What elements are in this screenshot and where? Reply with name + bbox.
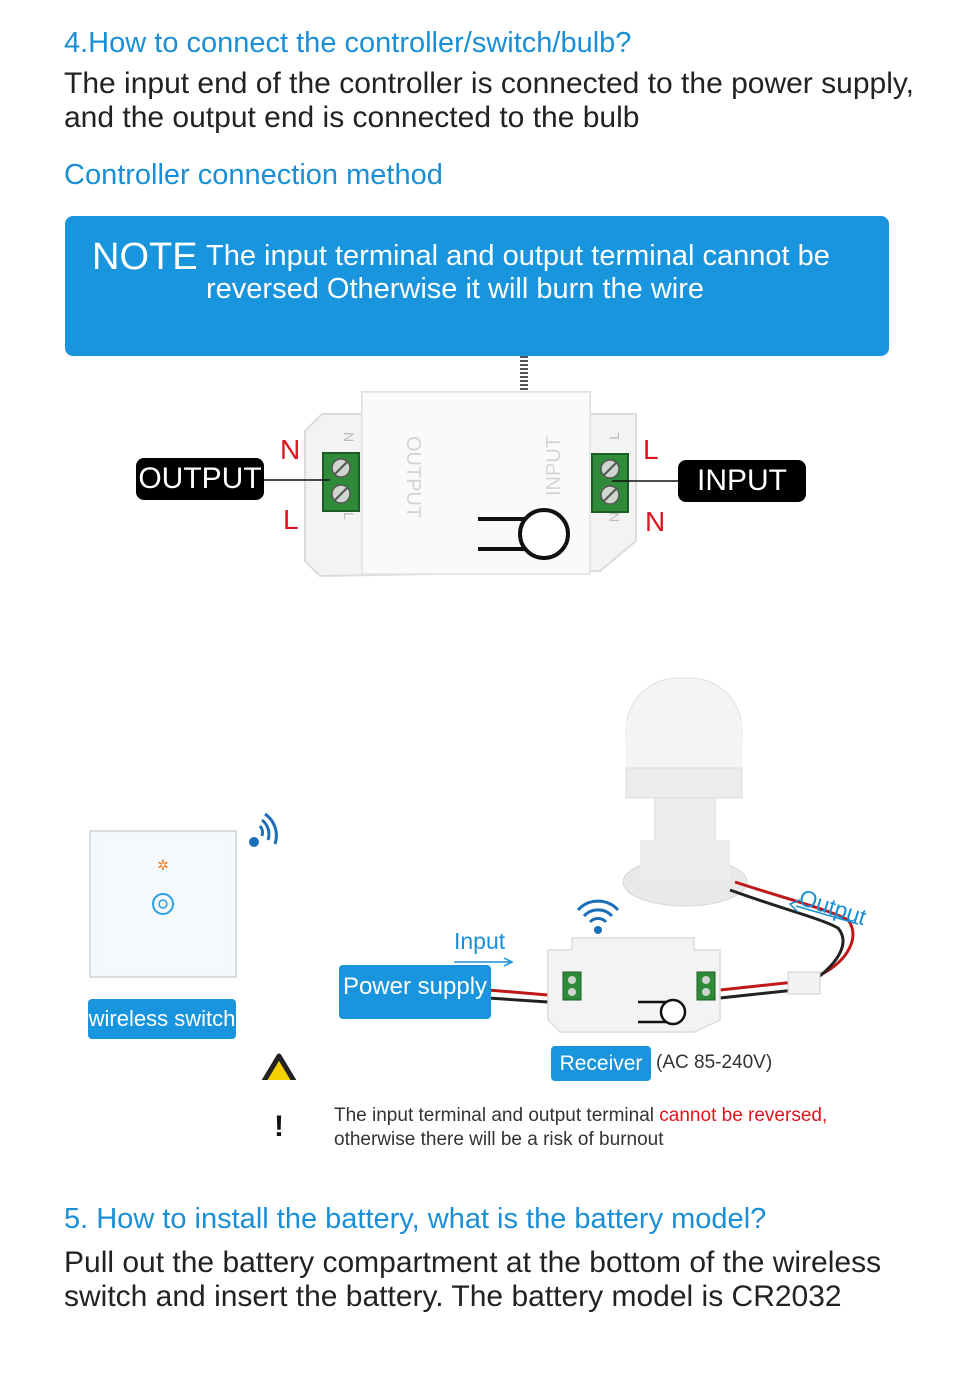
- controller-illustration: [262, 356, 680, 578]
- warning-text-red: cannot be reversed,: [659, 1105, 828, 1126]
- emboss-output: OUTPUT: [402, 436, 424, 519]
- left-terminal-block: [322, 452, 360, 512]
- warning-exclamation: !: [274, 1110, 284, 1143]
- terminal-right-top: L: [606, 432, 622, 440]
- right-terminal-block: [591, 453, 629, 513]
- note-text: The input terminal and output terminal c…: [206, 240, 830, 305]
- output-arrow-icon: [788, 899, 859, 925]
- terminal-right-bottom: N: [606, 512, 622, 523]
- output-pin-l: L: [283, 504, 299, 535]
- input-pin-n: N: [645, 506, 666, 537]
- receiver-wifi-icon: [576, 899, 620, 934]
- receiver-voltage: (AC 85-240V): [656, 1052, 773, 1073]
- section-5-body: Pull out the battery compartment at the …: [64, 1246, 882, 1313]
- svg-text:✲: ✲: [157, 858, 169, 874]
- input-arrow-icon: [454, 957, 514, 967]
- input-pin-l: L: [643, 434, 659, 465]
- wiring-illustration: ✲: [89, 677, 859, 1080]
- receiver-module: [547, 937, 721, 1033]
- input-tag: INPUT: [678, 460, 806, 502]
- warning-triangle-icon: [261, 1053, 297, 1080]
- note-box: [65, 216, 889, 356]
- warning-text-line1: The input terminal and output terminal c…: [334, 1104, 914, 1128]
- note-label: NOTE: [92, 236, 198, 278]
- input-arrow-label: Input: [454, 928, 506, 954]
- section-4-title: 4.How to connect the controller/switch/b…: [64, 27, 632, 59]
- wifi-signal-icon: [249, 812, 278, 847]
- terminal-left-top: N: [341, 432, 357, 443]
- section-4-body: The input end of the controller is conne…: [64, 67, 914, 134]
- wireless-switch-panel: ✲: [89, 830, 237, 978]
- warning-text-line2: otherwise there will be a risk of burnou…: [334, 1129, 664, 1150]
- terminal-left-bottom: L: [341, 512, 357, 520]
- output-tag: OUTPUT: [136, 458, 264, 500]
- wireless-switch-label: wireless switch: [88, 999, 236, 1039]
- section-4-subtitle: Controller connection method: [64, 159, 443, 191]
- emboss-input: INPUT: [543, 436, 565, 496]
- learn-button-icon: [478, 508, 570, 560]
- receiver-label: Receiver: [551, 1046, 651, 1081]
- output-pin-n: N: [280, 434, 301, 465]
- section-5-title: 5. How to install the battery, what is t…: [64, 1203, 767, 1235]
- light-bulb: [622, 677, 748, 907]
- warning-text-normal: The input terminal and output terminal: [334, 1105, 660, 1126]
- power-supply-label: Power supply: [339, 965, 491, 1019]
